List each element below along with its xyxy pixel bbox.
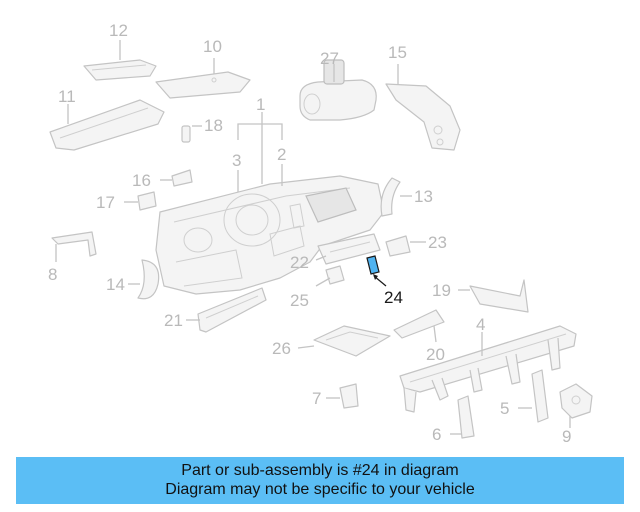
part-16	[171, 169, 193, 187]
instrument-panel	[155, 175, 385, 295]
callout-14: 14	[106, 275, 125, 294]
parts-diagram: 12 10 11 18 16 17 8 14	[48, 21, 593, 446]
callout-20: 20	[426, 345, 445, 364]
callout-3: 3	[232, 151, 241, 170]
part-26	[313, 325, 391, 357]
info-banner: Part or sub-assembly is #24 in diagram D…	[16, 457, 624, 504]
callout-26: 26	[272, 339, 291, 358]
callout-6: 6	[432, 425, 441, 444]
part-10	[155, 71, 251, 99]
callout-4: 4	[476, 315, 485, 334]
callout-9: 9	[562, 427, 571, 446]
part-24	[366, 255, 380, 275]
callout-11: 11	[58, 87, 76, 106]
callout-22: 22	[290, 253, 309, 272]
part-4	[399, 325, 577, 413]
part-7	[339, 383, 359, 409]
part-19	[469, 279, 529, 313]
part-17	[137, 191, 157, 211]
callout-18: 18	[204, 116, 223, 135]
part-20	[393, 309, 445, 339]
part-8	[51, 231, 97, 257]
banner-line-1: Part or sub-assembly is #24 in diagram	[181, 462, 459, 479]
part-11	[49, 99, 165, 151]
part-27	[299, 59, 377, 121]
callout-21: 21	[164, 311, 183, 330]
part-13	[380, 177, 401, 217]
part-25	[325, 265, 345, 285]
callout-2: 2	[277, 145, 286, 164]
callout-25: 25	[290, 291, 309, 310]
part-24-arrowhead	[373, 274, 378, 280]
callout-23: 23	[428, 233, 447, 252]
callout-7: 7	[312, 389, 321, 408]
callout-15: 15	[388, 43, 407, 62]
part-15	[385, 83, 461, 151]
part-12	[83, 59, 157, 81]
banner-line-2: Diagram may not be specific to your vehi…	[165, 481, 475, 498]
callout-24: 24	[384, 288, 403, 307]
callout-13: 13	[414, 187, 433, 206]
part-18	[181, 125, 191, 143]
callout-8: 8	[48, 265, 57, 284]
part-23	[385, 235, 411, 257]
part-22	[317, 233, 381, 265]
callout-17: 17	[96, 193, 115, 212]
callout-1: 1	[256, 95, 265, 114]
callout-5: 5	[500, 399, 509, 418]
part-6	[457, 395, 475, 439]
part-9	[559, 383, 593, 419]
callout-16: 16	[132, 171, 151, 190]
callout-19: 19	[432, 281, 451, 300]
callout-27: 27	[320, 49, 339, 68]
callout-12: 12	[109, 21, 128, 40]
part-14	[137, 259, 160, 300]
part-21	[197, 287, 267, 333]
callout-10: 10	[203, 37, 222, 56]
part-5	[531, 369, 549, 423]
